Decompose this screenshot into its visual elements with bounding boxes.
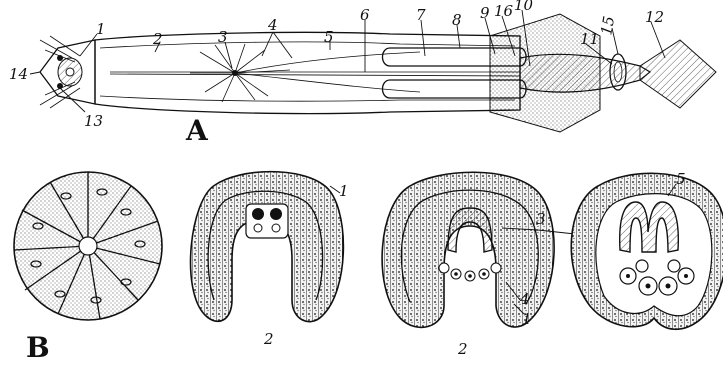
panel-b-stage-gastrula-3 bbox=[571, 173, 723, 329]
panel-a-callout-15: 15 bbox=[597, 15, 618, 37]
panel-a-letter: A bbox=[185, 114, 209, 147]
panel-a-callout-5: 5 bbox=[324, 28, 334, 46]
panel-a-callout-9: 9 bbox=[480, 4, 490, 22]
panel-a-callout-10: 10 bbox=[514, 0, 534, 14]
panel-b-stage3-callout-3: 3 bbox=[536, 210, 546, 228]
panel-b-stage2-callout-2: 2 bbox=[263, 330, 274, 348]
panel-a-callout-16: 16 bbox=[494, 2, 514, 20]
panel-a-callout-4: 4 bbox=[267, 16, 278, 34]
panel-a-callout-12: 12 bbox=[645, 8, 664, 26]
panel-a-callout-11: 11 bbox=[580, 30, 599, 48]
panel-a-callout-13: 13 bbox=[84, 112, 103, 130]
panel-b-stage3-callout-1: 1 bbox=[522, 310, 532, 328]
panel-b-stage4-callout-5: 5 bbox=[676, 170, 686, 188]
panel-a-callout-2: 2 bbox=[152, 30, 163, 48]
panel-b-stage3-callout-2: 2 bbox=[457, 340, 468, 358]
panel-a-callout-14: 14 bbox=[9, 65, 28, 83]
panel-b-stage2-callout-1: 1 bbox=[339, 182, 349, 200]
panel-b-stage-gastrula-1 bbox=[191, 172, 344, 322]
panel-a-callout-1: 1 bbox=[96, 20, 106, 38]
panel-a-callout-8: 8 bbox=[452, 11, 462, 29]
panel-a-callout-7: 7 bbox=[416, 6, 426, 24]
panel-a-callout-3: 3 bbox=[218, 28, 228, 46]
panel-b-stage-blastula bbox=[14, 172, 162, 320]
panel-a-callout-6: 6 bbox=[360, 6, 370, 24]
panel-b-letter: B bbox=[26, 331, 50, 364]
panel-b-stage3-callout-4: 4 bbox=[519, 290, 530, 308]
